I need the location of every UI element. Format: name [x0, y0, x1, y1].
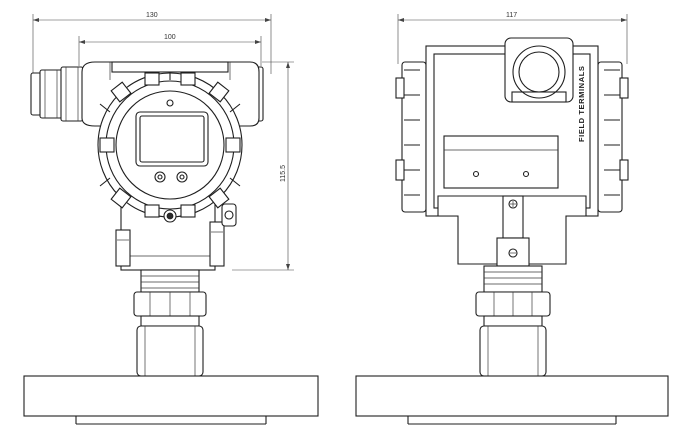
side-width-dimension: 117 [397, 12, 628, 64]
front-height-dimension: 115.5 [232, 61, 294, 271]
side-view: 117 [355, 12, 669, 425]
left-cable-gland [30, 66, 84, 122]
front-width-dimension: 130 [32, 12, 272, 74]
side-left-fins [395, 61, 427, 213]
side-neck [437, 195, 587, 267]
side-right-fins [597, 61, 629, 213]
side-flange [355, 375, 669, 425]
front-width-label: 130 [146, 12, 158, 19]
front-height-label: 115.5 [280, 165, 287, 182]
front-flange [23, 375, 319, 425]
front-housing-label: 100 [164, 34, 176, 41]
field-terminals-label: FIELD TERMINALS [577, 66, 586, 143]
front-process-connection [133, 269, 207, 377]
front-view: 130 100 115.5 [23, 12, 319, 425]
side-cable-entry [504, 37, 574, 103]
side-width-label: 117 [506, 12, 517, 19]
front-housing-dimension: 100 [78, 34, 262, 66]
front-cover [97, 72, 243, 223]
side-process-connection [475, 265, 551, 377]
side-terminal-block [443, 135, 559, 189]
